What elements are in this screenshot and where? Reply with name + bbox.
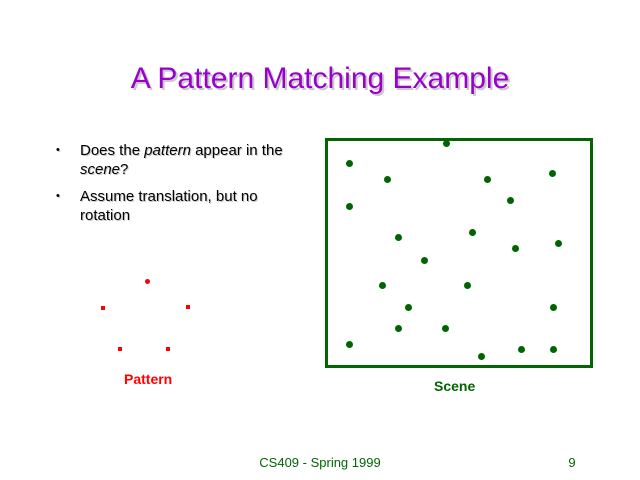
scene-dot [548, 169, 556, 177]
bullet-item: • Assume translation, but no rotation [52, 187, 300, 225]
scene-dot [394, 324, 402, 332]
footer-course: CS409 - Spring 1999 [259, 455, 381, 470]
scene-label: Scene [434, 378, 476, 394]
pattern-dot [166, 347, 170, 351]
scene-dot [420, 256, 428, 264]
scene-dot [554, 239, 562, 247]
bullet-marker: • [56, 190, 60, 202]
bullet-marker: • [56, 144, 60, 156]
pattern-dot [186, 305, 190, 309]
pattern-dot [144, 278, 150, 284]
scene-dot [517, 345, 525, 353]
scene-dot [442, 139, 450, 147]
slide-title: A Pattern Matching Example [130, 62, 510, 95]
scene-dot [477, 352, 485, 360]
scene-dot [383, 175, 391, 183]
scene-dot [511, 244, 519, 252]
scene-dot [441, 324, 449, 332]
pattern-dot [118, 347, 122, 351]
scene-box [325, 138, 593, 368]
pattern-label: Pattern [124, 371, 173, 387]
scene-dot [463, 281, 471, 289]
scene-dot [549, 345, 557, 353]
scene-dot [506, 196, 514, 204]
scene-dot [549, 303, 557, 311]
scene-dot [404, 303, 412, 311]
scene-dot [378, 281, 386, 289]
bullet-list: • Does the pattern appear in the scene? • A… [52, 141, 300, 233]
scene-dot [345, 202, 353, 210]
scene-dot [345, 340, 353, 348]
bullet-text: Assume translation, but no rotation [80, 188, 258, 224]
scene-dot [345, 159, 353, 167]
scene-dot [468, 228, 476, 236]
scene-box-border [325, 138, 593, 368]
scene-dot [483, 175, 491, 183]
bullet-text: Does the pattern appear in the scene? [80, 142, 283, 178]
footer-page-number: 9 [568, 455, 576, 470]
bullet-item: • Does the pattern appear in the scene? [52, 141, 300, 179]
pattern-dot [101, 306, 105, 310]
scene-dot [394, 233, 402, 241]
